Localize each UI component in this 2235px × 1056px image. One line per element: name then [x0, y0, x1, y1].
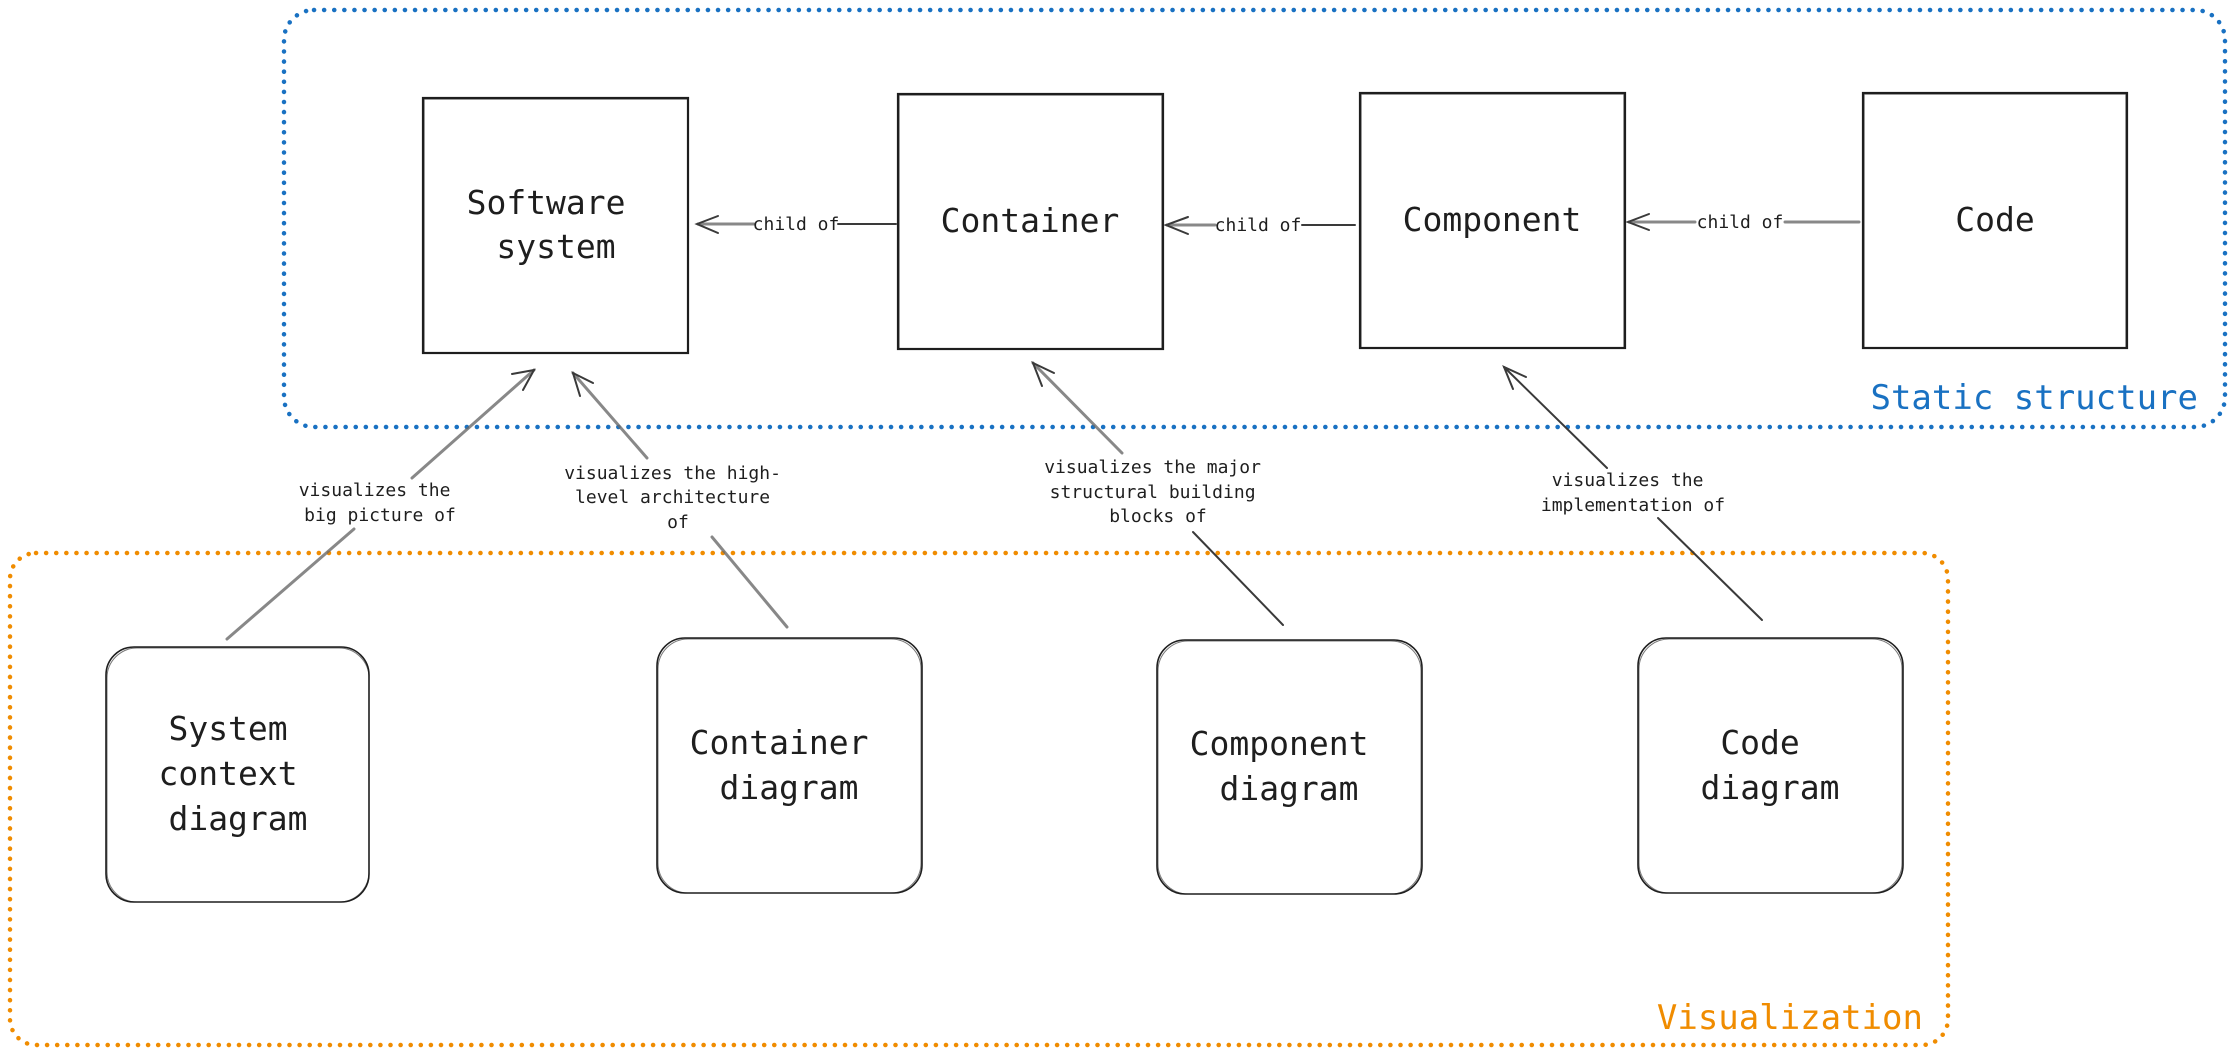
- group-static-structure-frame: [281, 7, 2228, 430]
- edge-component-child-of-container[interactable]: child of: [1163, 215, 1356, 236]
- node-shape-stroke: [657, 638, 922, 894]
- group-static-structure-label: Static structure: [1870, 378, 2198, 418]
- group-visualization-frame: [7, 550, 1951, 1048]
- arrowhead-icon: [1031, 361, 1055, 387]
- edge-line: [1657, 517, 1763, 621]
- node-component[interactable]: Component: [1358, 91, 1627, 350]
- edge-line: [410, 368, 536, 480]
- edge-label: visualizes the big picture of: [299, 480, 462, 526]
- edge-label: visualizes the implementation of: [1541, 470, 1725, 516]
- edge-line: [1031, 361, 1124, 455]
- node-container[interactable]: Container: [896, 92, 1165, 351]
- node-shape-stroke: [423, 98, 689, 354]
- edge-label: visualizes the major structural building…: [1044, 457, 1272, 527]
- arrowhead-icon: [694, 215, 719, 234]
- arrowhead-icon: [1502, 365, 1527, 390]
- node-label: Container: [941, 201, 1120, 240]
- node-shape: [1358, 91, 1627, 350]
- edge-label: child of: [1215, 215, 1302, 236]
- edge-code-child-of-component[interactable]: child of: [1625, 212, 1861, 233]
- node-shape-stroke: [1157, 640, 1422, 895]
- node-code-diagram[interactable]: Code diagram: [1637, 637, 1904, 894]
- edge-line: [225, 527, 356, 641]
- node-shape: [421, 96, 690, 355]
- arrowhead-icon: [1625, 213, 1650, 231]
- node-shape-stroke: [898, 94, 1163, 350]
- edge-container-child-of-software-system[interactable]: child of: [694, 214, 897, 235]
- edge-line: [571, 371, 649, 460]
- edge-line: [1192, 531, 1284, 626]
- node-system-context-diagram[interactable]: System context diagram: [105, 646, 370, 903]
- node-software-system[interactable]: Software system: [421, 96, 690, 355]
- node-shape: [1637, 637, 1904, 894]
- node-container-diagram[interactable]: Container diagram: [656, 637, 923, 894]
- node-shape-stroke: [1360, 93, 1625, 349]
- edge-line: [1503, 366, 1608, 469]
- node-shape: [1861, 91, 2129, 350]
- node-label: Container diagram: [690, 723, 889, 807]
- node-label: Software system: [467, 183, 646, 266]
- node-label: Code diagram: [1700, 723, 1839, 807]
- edge-code-diagram-to-component[interactable]: visualizes the implementation of: [1502, 365, 1763, 621]
- edge-label: child of: [1697, 212, 1784, 233]
- edge-label: visualizes the high- level architecture …: [564, 463, 792, 533]
- node-code[interactable]: Code: [1861, 91, 2129, 350]
- node-label: Component: [1403, 200, 1582, 239]
- edge-system-context-to-software-system[interactable]: visualizes the big picture of: [225, 368, 536, 641]
- node-component-diagram[interactable]: Component diagram: [1156, 639, 1423, 895]
- edge-line: [710, 535, 789, 629]
- edge-container-diagram-to-software-system[interactable]: visualizes the high- level architecture …: [564, 371, 792, 629]
- edge-label: child of: [753, 214, 840, 235]
- arrowhead-icon: [571, 371, 594, 397]
- group-static-structure[interactable]: Static structure: [281, 7, 2228, 430]
- group-visualization-label: Visualization: [1657, 998, 1923, 1038]
- node-shape: [656, 637, 923, 894]
- node-shape-stroke: [1638, 638, 1903, 894]
- node-shape-stroke: [1863, 93, 2127, 349]
- arrowhead-icon: [511, 368, 536, 391]
- group-visualization[interactable]: Visualization: [7, 550, 1951, 1048]
- node-shape: [1156, 639, 1423, 895]
- node-shape: [896, 92, 1165, 351]
- node-label: Component diagram: [1190, 724, 1389, 808]
- node-shape-stroke: [106, 647, 370, 903]
- arrowhead-icon: [1163, 216, 1189, 235]
- edge-component-diagram-to-container[interactable]: visualizes the major structural building…: [1031, 361, 1284, 626]
- node-label: Code: [1955, 200, 2034, 239]
- node-label: System context diagram: [159, 709, 318, 838]
